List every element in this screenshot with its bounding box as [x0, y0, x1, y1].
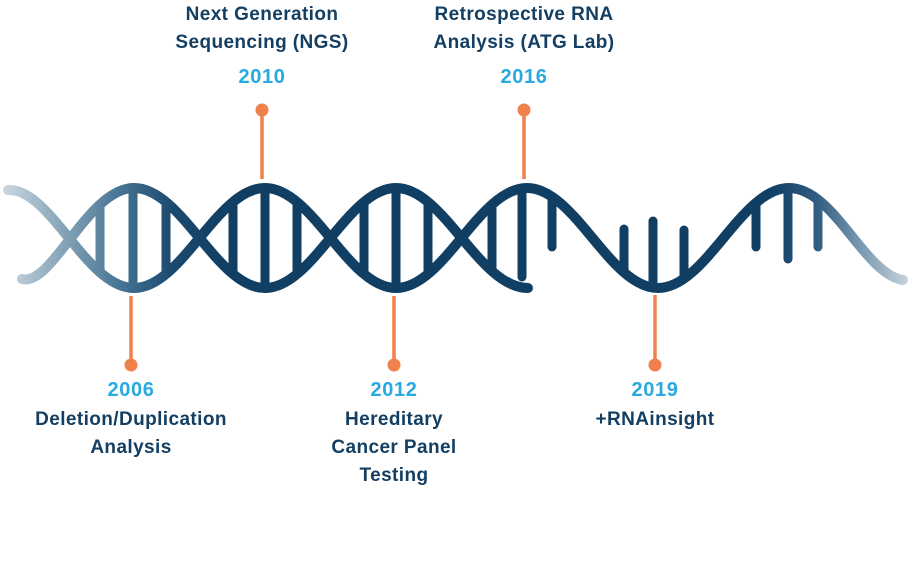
timeline-marker-2016 — [517, 103, 531, 179]
marker-dot — [124, 358, 138, 372]
timeline-marker-2006 — [124, 296, 138, 372]
timeline-marker-2019 — [648, 295, 662, 372]
event-year-2010: 2010 — [238, 66, 286, 88]
helix-strand-continuous — [3, 182, 908, 294]
event-label-2006: Deletion/Duplication Analysis — [35, 409, 227, 458]
event-label-2019: +RNAinsight — [595, 409, 715, 430]
event-year-2006: 2006 — [107, 379, 155, 401]
timeline-marker-2010 — [255, 103, 269, 179]
marker-dot — [387, 358, 401, 372]
event-year-2012: 2012 — [370, 379, 418, 401]
event-year-2019: 2019 — [631, 379, 679, 401]
event-label-2010: Next Generation Sequencing (NGS) — [175, 4, 349, 53]
event-label-2012: Hereditary Cancer Panel Testing — [331, 409, 457, 486]
marker-dot — [517, 103, 531, 117]
timeline-marker-2012 — [387, 296, 401, 372]
event-year-2016: 2016 — [500, 66, 548, 88]
marker-dot — [648, 358, 662, 372]
event-label-2016: Retrospective RNA Analysis (ATG Lab) — [433, 4, 615, 53]
marker-dot — [255, 103, 269, 117]
